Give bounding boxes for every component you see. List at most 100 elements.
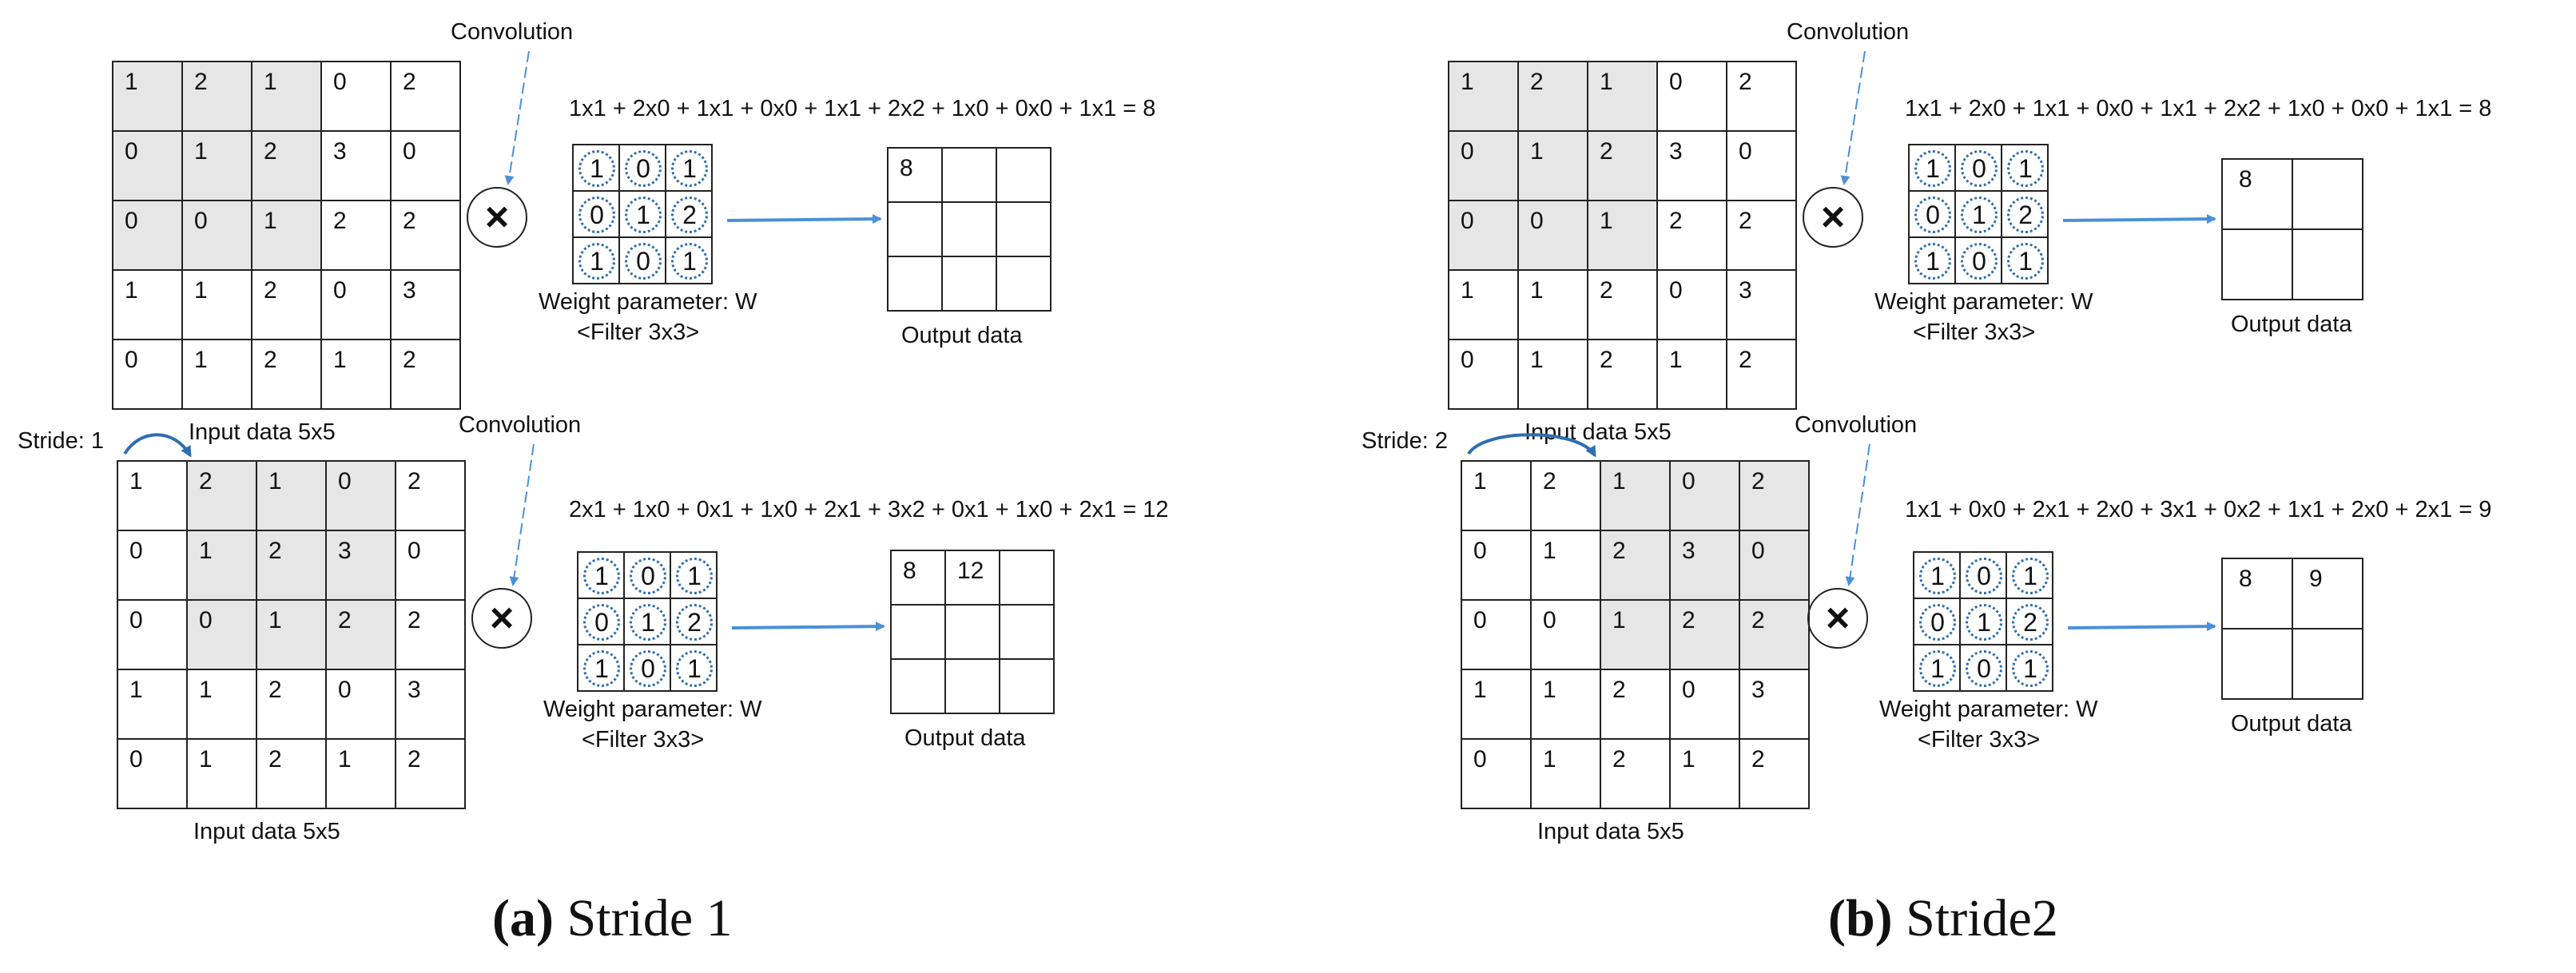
output-cell — [999, 658, 1055, 714]
filter-weight-value: 1 — [1919, 558, 1956, 594]
filter-weight-value: 0 — [1961, 150, 1998, 187]
calculation-formula: 1x1 + 2x0 + 1x1 + 0x0 + 1x1 + 2x2 + 1x0 … — [569, 96, 1156, 121]
output-arrow — [731, 622, 885, 632]
panel-caption-text: Stride 1 — [553, 889, 733, 947]
filter-cell: 1 — [2006, 644, 2053, 692]
filter-weight-value: 0 — [1961, 243, 1998, 280]
output-arrow — [2067, 622, 2216, 632]
input-data-label: Input data 5x5 — [193, 819, 340, 844]
filter-weight-value: 1 — [1914, 150, 1951, 187]
panel-caption-letter: (b) — [1828, 889, 1893, 947]
convolution-label: Convolution — [451, 19, 574, 45]
filter-cell: 1 — [1908, 236, 1956, 284]
filter-weight-value: 1 — [630, 604, 666, 641]
filter-cell: 1 — [1954, 190, 2002, 238]
filter-cell: 1 — [670, 644, 718, 692]
filter-cell: 0 — [618, 236, 666, 284]
filter-cell: 0 — [1954, 144, 2002, 192]
multiply-operator-icon: × — [467, 187, 527, 248]
output-data-label: Output data — [2231, 711, 2352, 737]
filter-weight-value: 0 — [578, 197, 615, 233]
output-cell: 8 — [2221, 558, 2293, 629]
filter-weight-value: 0 — [583, 604, 620, 641]
output-cell — [2292, 228, 2363, 300]
filter-weight-value: 1 — [2007, 243, 2044, 280]
input-cell: 0 — [186, 599, 257, 670]
convolution-pointer-arrow — [1845, 443, 1870, 586]
filter-weight-value: 1 — [578, 243, 615, 280]
filter-weight-value: 0 — [1966, 558, 2002, 594]
input-cell: 1 — [256, 599, 327, 670]
filter-cell: 2 — [670, 598, 718, 645]
input-data-label: Input data 5x5 — [189, 419, 336, 445]
output-data-label: Output data — [901, 323, 1023, 348]
filter-cell: 1 — [1913, 644, 1961, 692]
filter-weight-value: 1 — [671, 243, 708, 280]
output-cell — [996, 256, 1051, 312]
filter-weight-value: 0 — [1919, 604, 1956, 641]
filter-weight-value: 1 — [1914, 243, 1951, 280]
output-data-label: Output data — [904, 725, 1026, 751]
filter-cell: 0 — [1913, 598, 1961, 645]
output-cell — [941, 256, 997, 312]
input-cell: 3 — [1669, 530, 1740, 601]
calculation-formula: 2x1 + 1x0 + 0x1 + 1x0 + 2x1 + 3x2 + 0x1 … — [569, 497, 1169, 522]
panel-caption-text: Stride2 — [1892, 889, 2058, 947]
output-data-label: Output data — [2231, 312, 2352, 337]
filter-cell: 1 — [2001, 236, 2049, 284]
filter-weight-value: 0 — [630, 558, 666, 594]
filter-weight-value: 1 — [578, 150, 615, 187]
filter-cell: 2 — [665, 190, 713, 238]
output-cell — [2221, 228, 2293, 300]
filter-cell: 0 — [618, 144, 666, 192]
filter-cell: 1 — [665, 236, 713, 284]
filter-cell: 1 — [577, 644, 625, 692]
input-cell: 2 — [251, 130, 322, 201]
filter-weight-value: 0 — [1966, 650, 2002, 687]
filter-weight-value: 2 — [2012, 604, 2049, 641]
input-cell: 1 — [1600, 599, 1671, 670]
output-cell — [2221, 628, 2293, 700]
stride-arrow — [1467, 433, 1596, 458]
filter-weight-value: 1 — [2012, 558, 2049, 594]
filter-weight-value: 0 — [625, 243, 662, 280]
weight-parameter-label: Weight parameter: W — [539, 289, 757, 315]
output-cell — [941, 201, 997, 257]
filter-weight-value: 1 — [671, 150, 708, 187]
input-cell: 2 — [395, 738, 466, 809]
multiply-operator-icon: × — [1803, 187, 1863, 248]
output-arrow — [2062, 214, 2216, 224]
multiply-operator-icon: × — [471, 588, 532, 649]
filter-weight-value: 0 — [1914, 197, 1951, 233]
input-cell: 2 — [1726, 339, 1797, 410]
convolution-label: Convolution — [459, 412, 582, 438]
input-cell: 0 — [1448, 130, 1519, 201]
filter-weight-value: 0 — [630, 650, 666, 687]
input-data-label: Input data 5x5 — [1537, 819, 1684, 844]
filter-weight-value: 2 — [676, 604, 713, 641]
filter-size-label: <Filter 3x3> — [1918, 727, 2041, 753]
filter-cell: 1 — [670, 551, 718, 599]
filter-weight-value: 2 — [2007, 197, 2044, 233]
filter-weight-value: 1 — [1966, 604, 2002, 641]
input-cell: 1 — [112, 61, 183, 132]
filter-weight-value: 1 — [676, 558, 713, 594]
panel-caption-letter: (a) — [492, 889, 554, 947]
filter-cell: 2 — [2006, 598, 2053, 645]
input-cell: 0 — [112, 200, 183, 271]
input-cell: 2 — [1739, 738, 1810, 809]
output-cell — [2292, 628, 2363, 700]
weight-parameter-label: Weight parameter: W — [1879, 697, 2098, 722]
filter-cell: 0 — [623, 551, 671, 599]
calculation-formula: 1x1 + 2x0 + 1x1 + 0x0 + 1x1 + 2x2 + 1x0 … — [1905, 96, 2492, 121]
filter-weight-value: 1 — [1919, 650, 1956, 687]
input-cell: 1 — [251, 61, 322, 132]
filter-weight-value: 1 — [625, 197, 662, 233]
filter-weight-value: 1 — [583, 558, 620, 594]
input-cell: 1 — [186, 530, 257, 601]
filter-weight-value: 1 — [1961, 197, 1998, 233]
filter-weight-value: 1 — [583, 650, 620, 687]
panel-caption: (a) Stride 1 — [492, 888, 733, 949]
convolution-label: Convolution — [1795, 412, 1918, 438]
